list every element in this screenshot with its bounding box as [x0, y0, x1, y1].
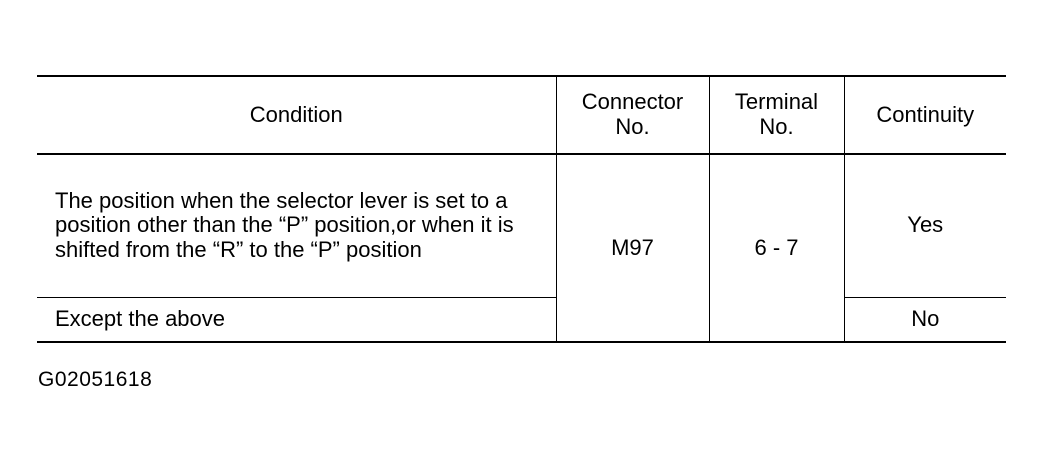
header-continuity: Continuity — [843, 75, 1006, 155]
table-row: Except the above No — [37, 297, 1006, 343]
condition-cell: The position when the selector lever is … — [37, 154, 556, 298]
header-terminal-no: Terminal No. — [708, 75, 844, 155]
figure-id: G02051618 — [38, 368, 153, 391]
connector-cell: M97 — [555, 154, 709, 343]
condition-cell: Except the above — [37, 297, 556, 343]
table-row: The position when the selector lever is … — [37, 154, 1006, 343]
table-header-row: Condition Connector No. Terminal No. Con… — [37, 75, 1006, 155]
continuity-spec-table: Condition Connector No. Terminal No. Con… — [37, 75, 1006, 343]
continuity-cell: Yes — [843, 154, 1006, 298]
continuity-cell: No — [843, 297, 1006, 343]
header-condition: Condition — [37, 75, 556, 155]
header-connector-no: Connector No. — [555, 75, 709, 155]
terminal-cell: 6 - 7 — [708, 154, 844, 343]
